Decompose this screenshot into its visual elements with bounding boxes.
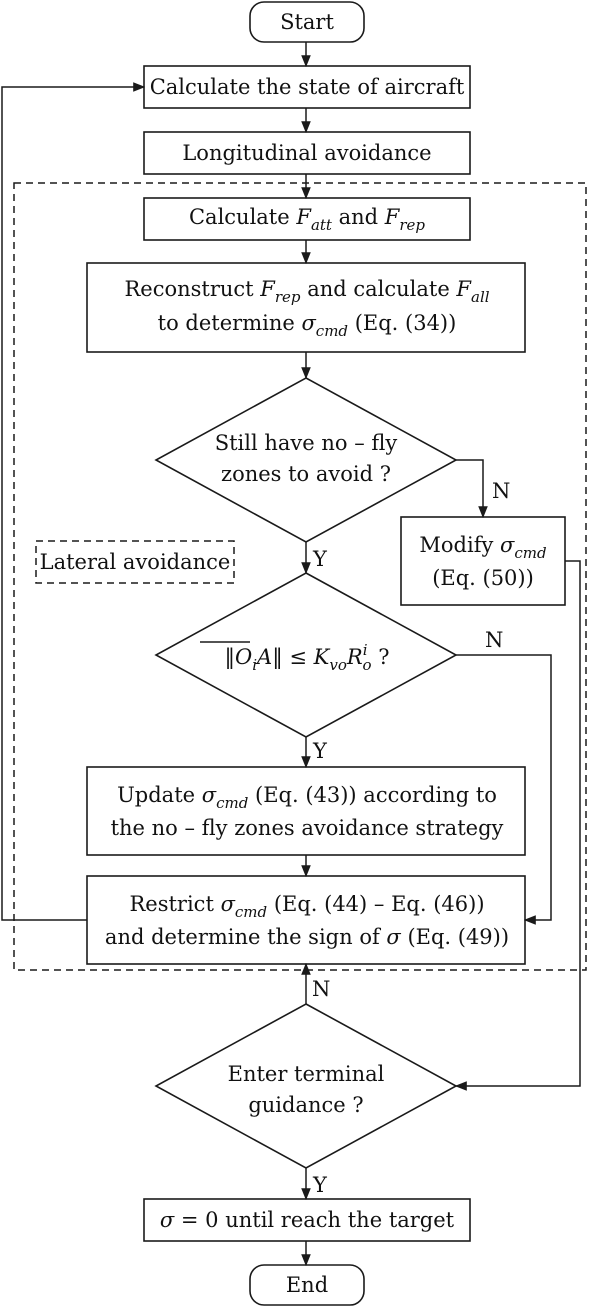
no-fly-no-label: N — [492, 479, 510, 503]
lateral-avoidance-label: Lateral avoidance — [40, 550, 231, 574]
terminal-question-line-2: guidance ? — [248, 1093, 363, 1117]
decision-terminal-diamond — [154, 1003, 458, 1169]
lateral-avoidance-region — [13, 182, 587, 971]
final-box — [143, 1198, 471, 1242]
modify-box — [400, 516, 566, 606]
modify-line-1: Modify σcmd — [419, 533, 546, 562]
no-fly-question-line-2: zones to avoid ? — [221, 462, 391, 486]
arrow-no-fly-no-to-modify — [456, 459, 488, 519]
update-line-2: the no – fly zones avoidance strategy — [111, 816, 504, 840]
terminal-no-label: N — [312, 977, 330, 1001]
update-box — [86, 766, 526, 856]
terminal-question-line-1: Enter terminal — [228, 1062, 385, 1086]
no-fly-yes-label: Y — [312, 547, 328, 571]
reconstruct-line-1: Reconstruct Frep and calculate Fall — [124, 277, 489, 306]
calc-forces-label: Calculate Fatt and Frep — [189, 205, 425, 234]
distance-no-label: N — [485, 628, 503, 652]
start-label: Start — [280, 10, 334, 34]
restrict-box — [86, 875, 526, 965]
arrow-loop-back-to-state — [1, 82, 146, 921]
arrow-modify-to-terminal — [454, 560, 581, 1091]
end-label: End — [286, 1273, 328, 1297]
modify-line-2: (Eq. (50)) — [432, 566, 534, 590]
terminal-yes-label: Y — [312, 1173, 328, 1197]
arrow-distance-no-to-restrict — [456, 654, 552, 925]
calc-state-box — [143, 65, 471, 109]
longitudinal-label: Longitudinal avoidance — [182, 141, 431, 165]
final-label: σ = 0 until reach the target — [160, 1208, 455, 1232]
start-terminal — [249, 1, 365, 43]
restrict-line-1: Restrict σcmd (Eq. (44) – Eq. (46)) — [129, 892, 484, 921]
reconstruct-line-2: to determine σcmd (Eq. (34)) — [158, 311, 457, 340]
restrict-line-2: and determine the sign of σ (Eq. (49)) — [105, 925, 509, 949]
distance-yes-label: Y — [312, 739, 328, 763]
calc-forces-box — [143, 197, 471, 241]
longitudinal-box — [143, 131, 471, 175]
lateral-avoidance-label-box — [35, 540, 235, 584]
reconstruct-box — [86, 262, 526, 353]
calc-state-label: Calculate the state of aircraft — [150, 75, 465, 99]
no-fly-question-line-1: Still have no – fly — [215, 431, 398, 455]
update-line-1: Update σcmd (Eq. (43)) according to — [117, 783, 497, 812]
